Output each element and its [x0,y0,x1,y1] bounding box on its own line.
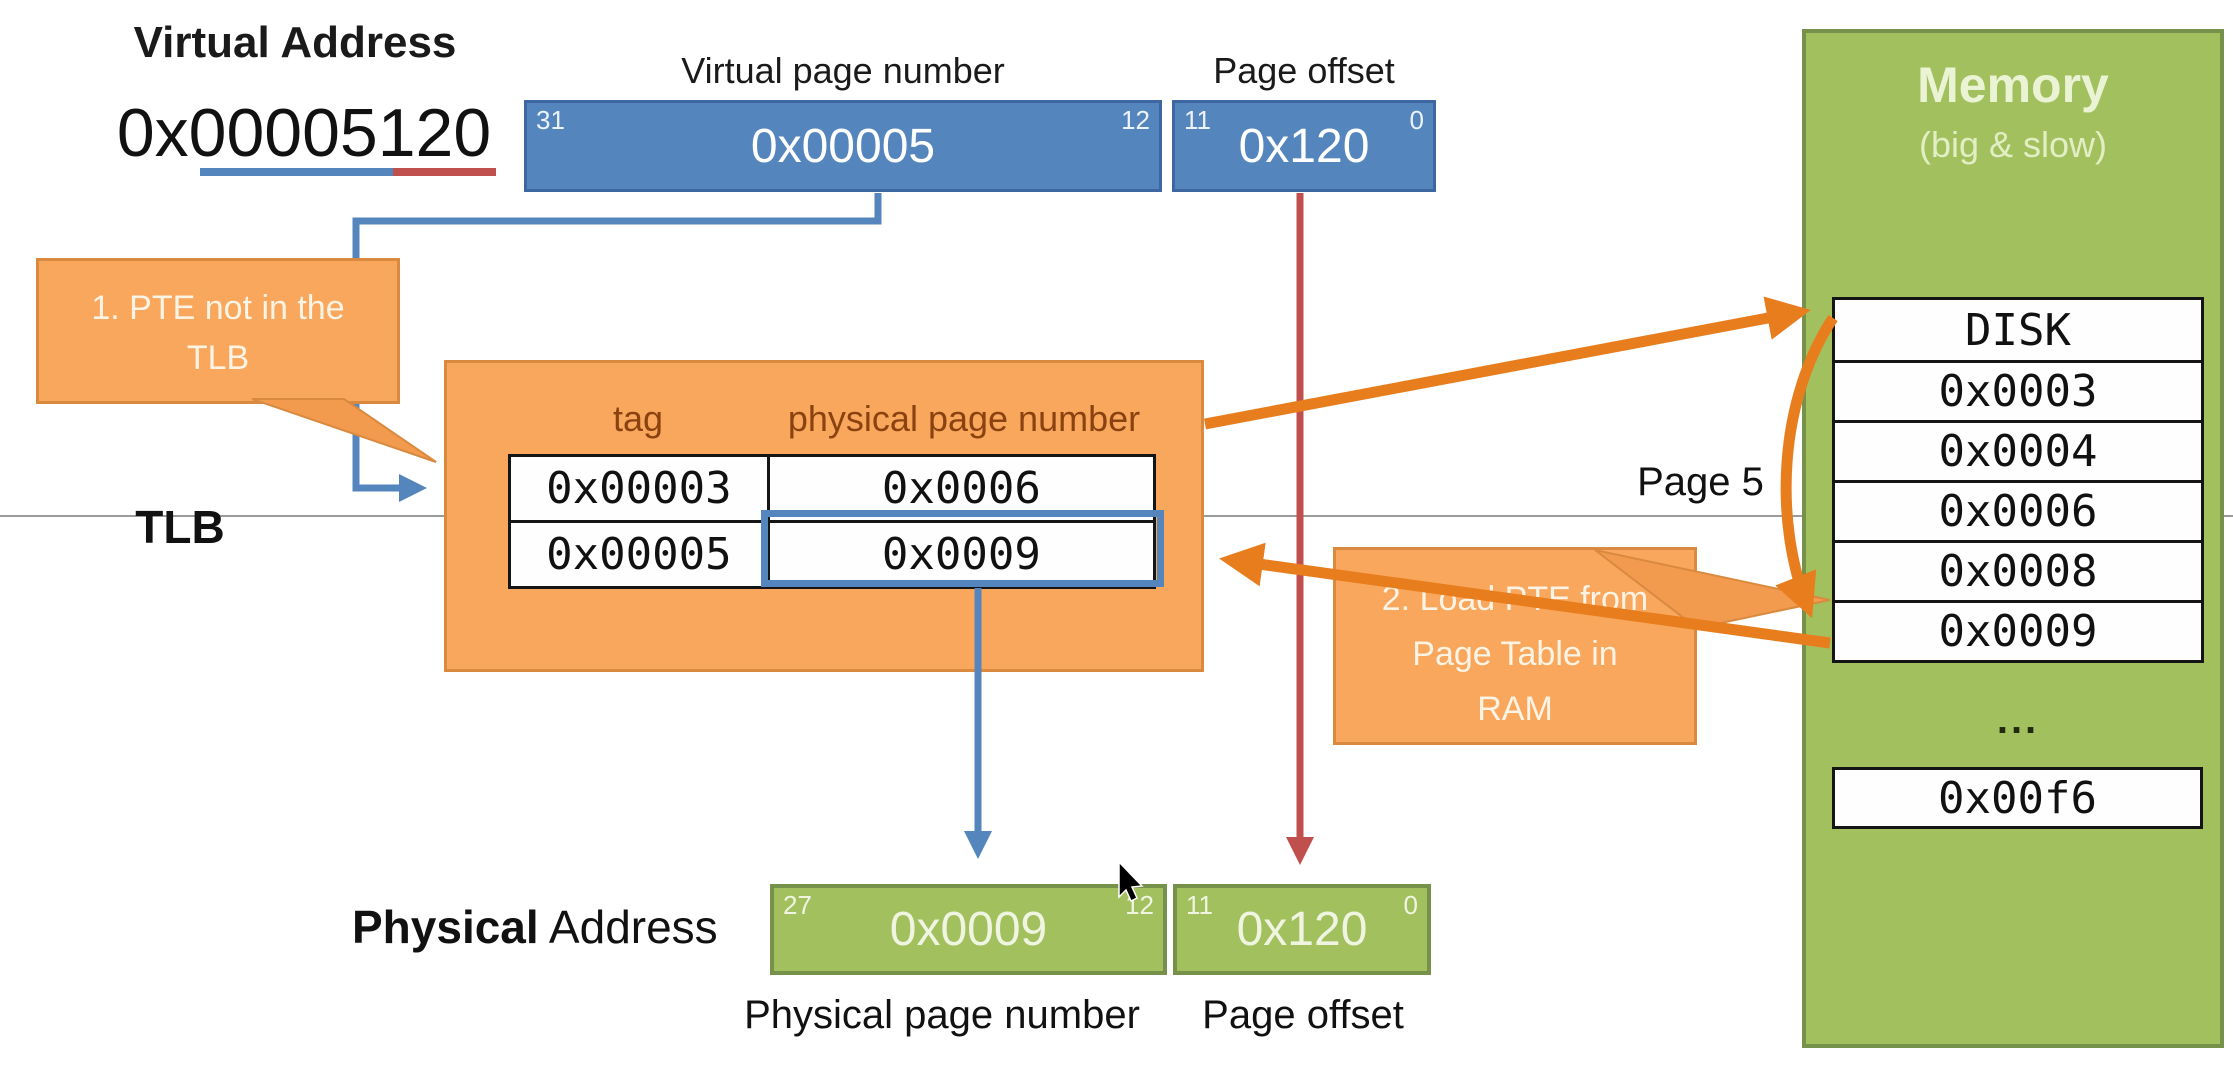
physical-address-title-bold: Physical [352,901,539,953]
pa-bit-0: 0 [1403,890,1418,920]
memory-row-0x0006: 0x0006 [1835,480,2201,540]
callout-load-pte: 2. Load PTE from Page Table in RAM [1333,547,1697,745]
tlb-label: TLB [135,501,225,553]
vpn-underline [200,168,393,176]
memory-table: DISK 0x0003 0x0004 0x0006 0x0008 0x0009 [1832,297,2204,663]
callout-pte-not-in-tlb: 1. PTE not in the TLB [36,258,400,404]
memory-row-0x00f6: 0x00f6 [1832,767,2203,829]
vpn-value: 0x00005 [750,119,936,173]
vpn-label: Virtual page number [681,50,1005,91]
page-offset-label: Page offset [1213,50,1395,91]
physical-offset-label: Page offset [1202,993,1404,1037]
tlb-ppn-0: 0x0006 [881,463,1041,514]
page-offset-box: 11 0 0x120 [1172,100,1436,192]
callout2-line1: 2. Load PTE from [1381,580,1649,618]
tlb-row-1: 0x00005 0x0009 [511,520,1153,586]
tlb-to-memory-arrow [1203,296,1811,430]
memory-row-0x0003: 0x0003 [1835,360,2201,420]
callout2-line3: RAM [1477,690,1553,728]
callout1-line1: 1. PTE not in the [91,289,345,327]
bit-12: 12 [1121,105,1150,135]
physical-address-title: Physical Address [352,900,762,954]
offset-value: 0x120 [1238,119,1370,173]
physical-address-title-rest: Address [538,901,718,953]
memory-row-0x0004: 0x0004 [1835,420,2201,480]
physical-offset-value: 0x120 [1236,903,1368,956]
bit-31: 31 [536,105,565,135]
bit-27: 27 [783,890,812,920]
physical-offset-box: 11 0 0x120 [1173,884,1431,975]
tlb-ppn-header: physical page number [787,398,1141,439]
tlb-hit-highlight [761,510,1164,587]
memory-subtitle: (big & slow) [1918,124,2108,165]
offset-underline [393,168,496,176]
virtual-address-title: Virtual Address [133,18,457,67]
callout1-tail [251,398,437,463]
tlb-tag-1: 0x00005 [511,523,770,586]
memory-ellipsis: ... [1996,698,2040,742]
memory-row-0x0009: 0x0009 [1835,600,2201,660]
physical-ppn-box: 27 12 0x0009 [770,884,1167,975]
memory-row-0x0008: 0x0008 [1835,540,2201,600]
memory-row-disk: DISK [1835,300,2201,360]
virtual-address-value: 0x00005120 [116,95,492,171]
callout2-line2: Page Table in [1412,635,1618,673]
pa-bit-11: 11 [1186,890,1213,920]
tlb-tag-0: 0x00003 [511,457,770,520]
physical-ppn-value: 0x0009 [889,903,1048,956]
bit-11: 11 [1184,105,1211,135]
vpn-box: 31 12 0x00005 [524,100,1162,192]
page-5-label: Page 5 [1637,460,1764,504]
physical-ppn-label: Physical page number [744,993,1140,1037]
memory-title: Memory [1917,57,2109,113]
callout1-line2: TLB [186,339,250,377]
tlb-tag-header: tag [612,398,664,439]
tlb-ppn-1: 0x0009 [881,529,1041,580]
bit-0: 0 [1409,105,1424,135]
